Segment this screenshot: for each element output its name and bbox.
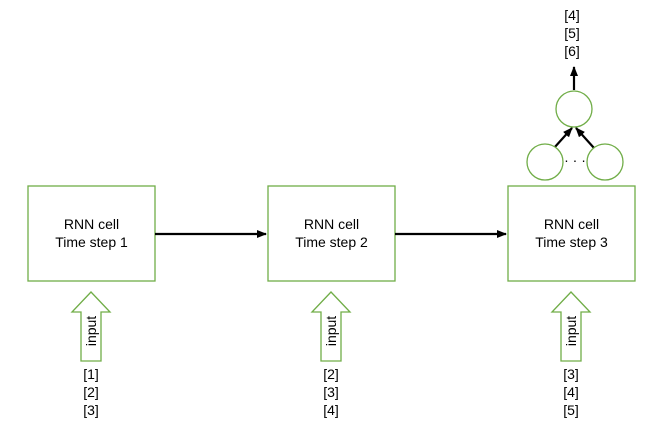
output-node-top bbox=[555, 90, 593, 128]
rnn-cell-2-step: Time step 2 bbox=[295, 234, 368, 250]
input-arrow-1-label: input bbox=[83, 316, 99, 346]
output-node-left bbox=[526, 143, 564, 181]
output-edge-right bbox=[575, 127, 595, 149]
output-ellipsis: · · · bbox=[564, 152, 586, 168]
rnn-cell-1: RNN cell Time step 1 bbox=[27, 185, 156, 282]
rnn-cell-3: RNN cell Time step 3 bbox=[507, 185, 636, 282]
input-2-value-2: [3] bbox=[323, 384, 339, 400]
output-value-1: [4] bbox=[564, 7, 580, 23]
input-1-value-1: [1] bbox=[83, 366, 99, 382]
input-arrow-2-label: input bbox=[323, 316, 339, 346]
output-network: · · · bbox=[526, 66, 624, 181]
input-1-value-2: [2] bbox=[83, 384, 99, 400]
input-2-value-3: [4] bbox=[323, 402, 339, 418]
input-3-value-2: [4] bbox=[563, 384, 579, 400]
output-node-right bbox=[586, 143, 624, 181]
input-arrow-3-label: input bbox=[563, 316, 579, 346]
input-arrow-2: input bbox=[310, 291, 352, 362]
input-sequence-2: [2] [3] [4] bbox=[323, 366, 339, 418]
input-sequence-3: [3] [4] [5] bbox=[563, 366, 579, 418]
input-2-value-1: [2] bbox=[323, 366, 339, 382]
output-value-2: [5] bbox=[564, 25, 580, 41]
output-sequence: [4] [5] [6] bbox=[564, 7, 580, 59]
input-3-value-3: [5] bbox=[563, 402, 579, 418]
input-arrow-3: input bbox=[550, 291, 592, 362]
output-edge-left bbox=[553, 127, 573, 149]
input-3-value-1: [3] bbox=[563, 366, 579, 382]
rnn-cell-1-title: RNN cell bbox=[64, 216, 119, 232]
input-sequence-1: [1] [2] [3] bbox=[83, 366, 99, 418]
input-1-value-3: [3] bbox=[83, 402, 99, 418]
rnn-cell-1-step: Time step 1 bbox=[55, 234, 128, 250]
rnn-cell-2-title: RNN cell bbox=[304, 216, 359, 232]
rnn-cell-2: RNN cell Time step 2 bbox=[267, 185, 396, 282]
rnn-cell-3-step: Time step 3 bbox=[535, 234, 608, 250]
output-value-3: [6] bbox=[564, 43, 580, 59]
input-arrow-1: input bbox=[70, 291, 112, 362]
rnn-cell-3-title: RNN cell bbox=[544, 216, 599, 232]
